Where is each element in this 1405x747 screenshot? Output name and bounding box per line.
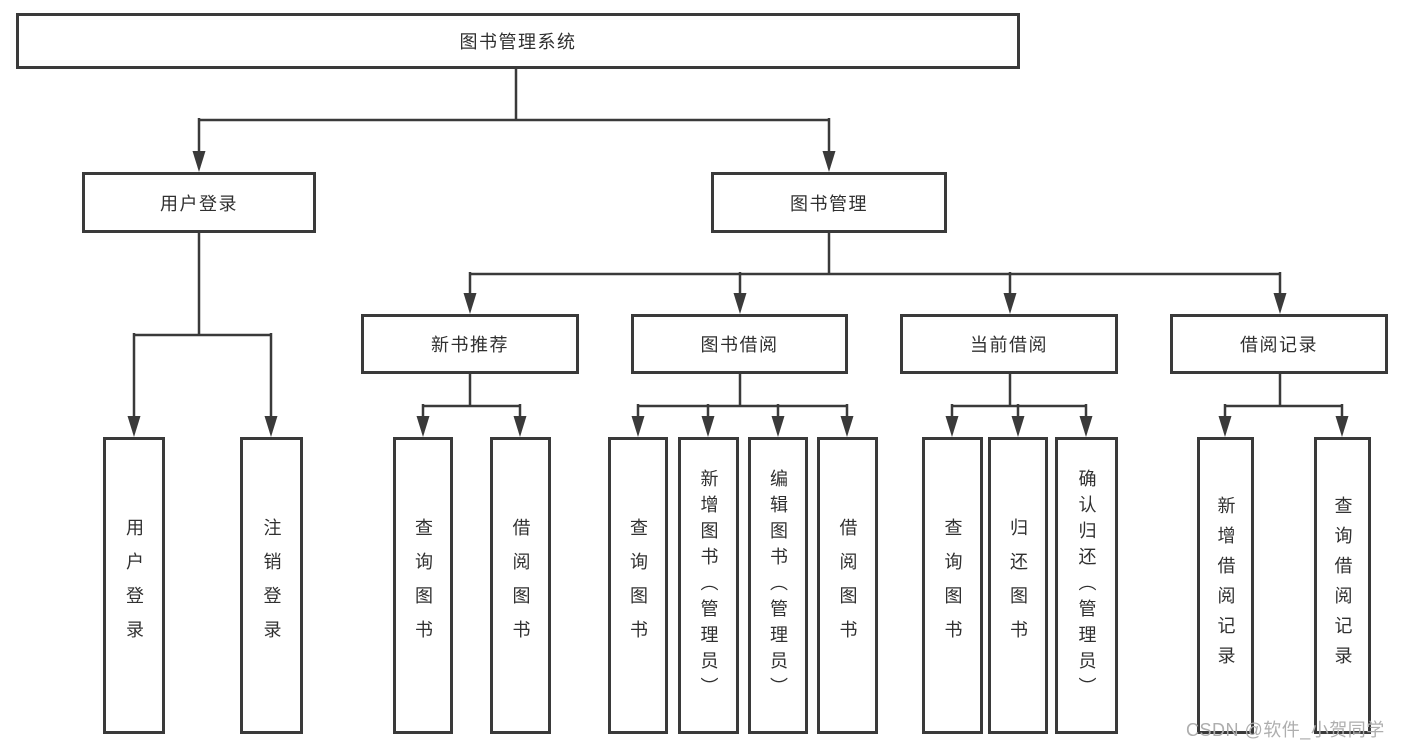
node-library-system-root: 图书管理系统: [16, 13, 1020, 69]
node-label: 编辑图书（管理员）: [768, 468, 788, 703]
node-label: 当前借阅: [970, 335, 1048, 355]
node-label: 用户登录: [124, 517, 144, 654]
node-book-management: 图书管理: [711, 172, 947, 233]
csdn-watermark: CSDN @软件_小贺同学: [1186, 720, 1385, 740]
node-label: 图书管理: [790, 193, 868, 214]
node-borrow-books-recommend: 借阅图书: [490, 437, 551, 734]
node-edit-books-admin: 编辑图书（管理员）: [748, 437, 808, 734]
node-query-borrow-record: 查询借阅记录: [1314, 437, 1371, 734]
node-label: 用户登录: [160, 193, 238, 214]
node-label: 查询图书: [413, 517, 433, 654]
node-label: 查询借阅记录: [1332, 495, 1353, 676]
node-add-borrow-record: 新增借阅记录: [1197, 437, 1254, 734]
node-label: 新书推荐: [431, 335, 509, 355]
node-user-login-leaf: 用户登录: [103, 437, 165, 734]
arrowheads: [127, 151, 1349, 437]
node-borrow-records: 借阅记录: [1170, 314, 1388, 374]
node-query-books-current: 查询图书: [922, 437, 983, 734]
node-label: 确认归还（管理员）: [1076, 468, 1097, 703]
node-label: 注销登录: [261, 517, 282, 654]
node-query-books-borrow: 查询图书: [608, 437, 668, 734]
node-return-books: 归还图书: [988, 437, 1048, 734]
node-add-books-admin: 新增图书（管理员）: [678, 437, 739, 734]
node-label: 新增图书（管理员）: [698, 468, 719, 703]
node-label: 查询图书: [628, 517, 648, 654]
node-label: 图书借阅: [700, 335, 779, 355]
node-borrow-books-leaf: 借阅图书: [817, 437, 878, 734]
node-label: 图书管理系统: [459, 32, 577, 52]
node-label: 查询图书: [942, 517, 963, 654]
node-label: 新增借阅记录: [1215, 495, 1236, 676]
node-label: 借阅图书: [510, 517, 531, 654]
node-label: 归还图书: [1008, 517, 1028, 654]
node-user-login: 用户登录: [82, 172, 316, 233]
node-confirm-return-admin: 确认归还（管理员）: [1055, 437, 1118, 734]
node-query-books-recommend: 查询图书: [393, 437, 453, 734]
node-label: 借阅记录: [1240, 335, 1318, 355]
node-current-borrow: 当前借阅: [900, 314, 1118, 374]
node-book-borrow: 图书借阅: [631, 314, 848, 374]
node-new-book-recommend: 新书推荐: [361, 314, 579, 374]
node-logout-leaf: 注销登录: [240, 437, 303, 734]
node-label: 借阅图书: [837, 517, 858, 654]
